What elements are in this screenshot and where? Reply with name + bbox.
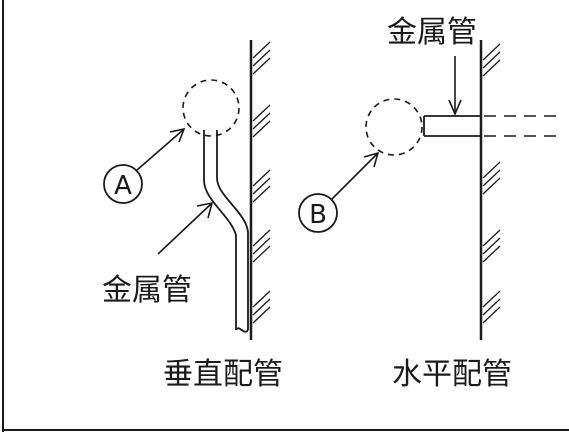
marker-b-label: B (309, 200, 327, 230)
horizontal-piping-caption: 水平配管 (392, 357, 512, 392)
marker-b-arrowhead (363, 151, 380, 168)
right-wall-hatching (482, 43, 501, 324)
marker-a-circle (103, 164, 143, 204)
left-wall-hatching (252, 41, 271, 324)
marker-a-label: A (114, 171, 132, 201)
marker-b-circle (298, 193, 338, 233)
right-panel: 金属管 B 水平配管 (298, 15, 560, 392)
vertical-metal-pipe-inner (216, 130, 249, 330)
vertical-pipe-label: 金属管 (102, 273, 192, 308)
vertical-metal-pipe-outer (203, 130, 237, 330)
detail-circle-a (182, 79, 240, 137)
marker-a-arrow (136, 129, 184, 171)
detail-circle-b (365, 98, 423, 156)
marker-b-arrow (331, 153, 378, 200)
vertical-piping-caption: 垂直配管 (163, 357, 283, 392)
pipe-label-arrowhead (196, 201, 214, 219)
pipe-break-end (235, 327, 249, 333)
horizontal-pipe-label-arrowhead (448, 99, 462, 117)
pipe-label-arrow (157, 203, 212, 255)
left-panel: A 金属管 垂直配管 (102, 40, 283, 392)
horizontal-pipe-label: 金属管 (387, 15, 477, 50)
marker-a-arrowhead (169, 127, 186, 143)
